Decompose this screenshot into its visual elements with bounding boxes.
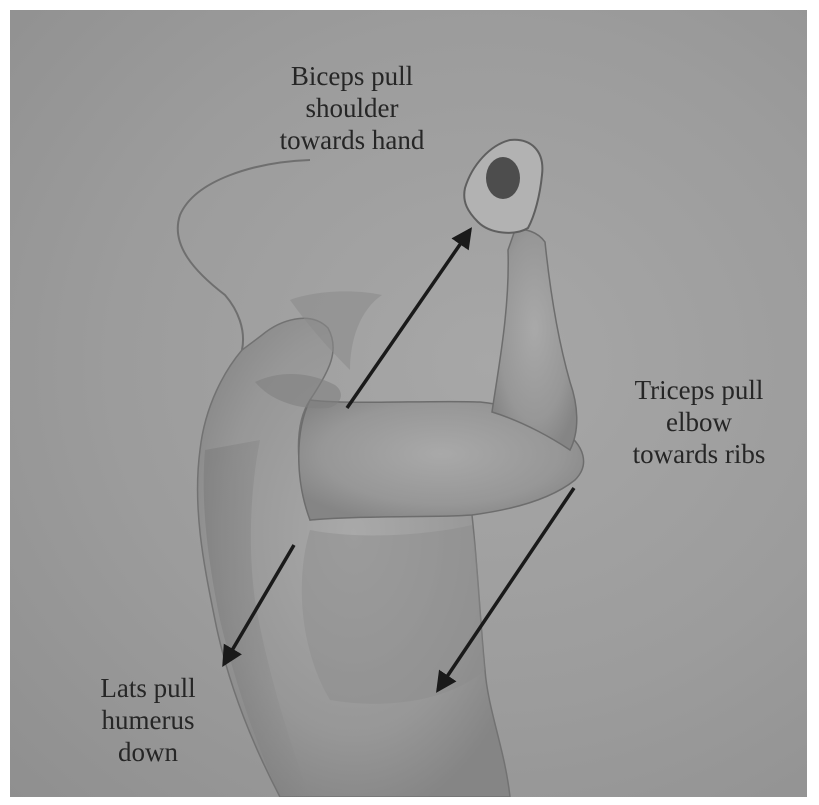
biceps-label-line: towards hand [232,124,472,156]
triceps-label-line: Triceps pull [592,374,806,406]
biceps-label-line: shoulder [232,92,472,124]
lats-label: Lats pull humerus down [58,672,238,768]
diagram-sheet: Biceps pull shoulder towards hand Tricep… [10,10,807,797]
torso-shading [302,525,485,704]
biceps-arrow [347,230,470,408]
triceps-label-line: towards ribs [592,438,806,470]
lats-label-line: Lats pull [58,672,238,704]
lats-label-line: humerus [58,704,238,736]
forearm-shape [492,230,577,451]
biceps-label: Biceps pull shoulder towards hand [232,60,472,156]
biceps-label-line: Biceps pull [232,60,472,92]
lats-label-line: down [58,736,238,768]
triceps-label: Triceps pull elbow towards ribs [592,374,806,470]
fist-hole [486,157,520,199]
triceps-label-line: elbow [592,406,806,438]
